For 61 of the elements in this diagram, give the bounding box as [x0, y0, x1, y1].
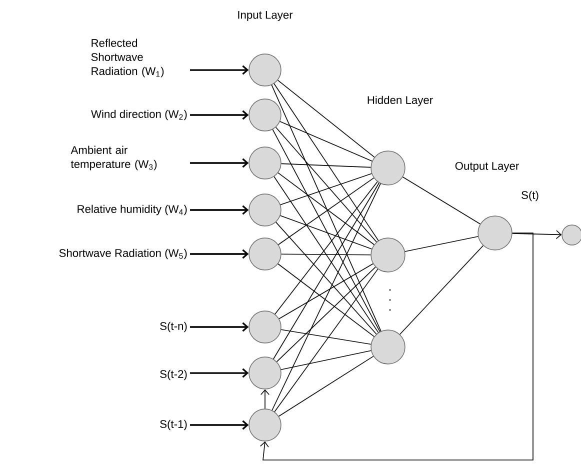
input-label: Relative humidity (W$_{4}$) — [78, 204, 187, 216]
neuron-circle — [248, 146, 282, 180]
neuron-circle — [248, 98, 282, 132]
connection-line — [280, 163, 372, 168]
arrow — [190, 322, 249, 332]
arrow — [190, 158, 249, 168]
connection-line — [277, 80, 375, 158]
neuron-circle — [248, 54, 282, 86]
connection-line — [276, 266, 376, 362]
connection-line — [274, 176, 379, 333]
neuron-circle — [370, 238, 406, 272]
connection-line — [273, 182, 380, 360]
connection-line — [272, 183, 381, 411]
connection-line — [280, 215, 372, 250]
edge-label: S(t) — [520, 190, 540, 202]
connection-line — [399, 245, 484, 335]
connection-line — [280, 329, 372, 345]
connection-line — [404, 236, 478, 252]
neuron-circle — [370, 150, 406, 186]
input-label: Wind direction (W$_{2}$) — [91, 110, 187, 120]
neuron-circle — [370, 330, 406, 364]
input-label: Reflected Shortwave Radiation (W$_{1}$) — [91, 38, 164, 78]
arrow — [190, 205, 249, 215]
connection-line — [274, 83, 379, 241]
connection-line — [280, 350, 372, 370]
connection-line — [278, 263, 375, 337]
arrow — [190, 368, 249, 378]
layer-heading: Output Layer — [455, 162, 519, 172]
layer-heading: Hidden Layer — [368, 96, 433, 106]
connection-line — [274, 181, 378, 314]
input-label: Ambient air temperature (W$_{3}$) — [70, 146, 157, 170]
arrow — [260, 389, 270, 410]
input-label: S(t-n) — [160, 322, 187, 332]
neuron-circle — [248, 356, 282, 390]
neuron-circle — [248, 194, 282, 226]
input-label: S(t-1) — [160, 420, 187, 430]
arrow — [190, 420, 249, 430]
arrow — [260, 232, 534, 460]
neuron-circle — [248, 238, 282, 270]
connection-line — [280, 121, 372, 162]
arrow — [190, 110, 249, 120]
connection-line — [276, 222, 377, 334]
neuron-circle — [478, 216, 512, 250]
neuron-circle — [248, 408, 282, 442]
connection-line — [278, 356, 374, 417]
connection-line — [271, 84, 382, 332]
input-label: Shortwave Radiation (W$_{5}$) — [59, 248, 187, 260]
arrow — [190, 65, 249, 75]
connection-line — [272, 129, 380, 332]
input-label: S(t-2) — [160, 370, 187, 380]
connection-line — [274, 268, 378, 412]
connection-line — [280, 173, 372, 206]
connection-line — [275, 126, 377, 242]
neuron-circle — [248, 310, 282, 344]
arrow — [190, 249, 249, 259]
connection-line — [402, 176, 481, 224]
connection-line — [278, 263, 374, 320]
connection-line — [280, 254, 372, 256]
arrow — [512, 230, 562, 240]
layer-heading: Input Layer — [238, 11, 293, 21]
output-circle — [562, 224, 581, 246]
